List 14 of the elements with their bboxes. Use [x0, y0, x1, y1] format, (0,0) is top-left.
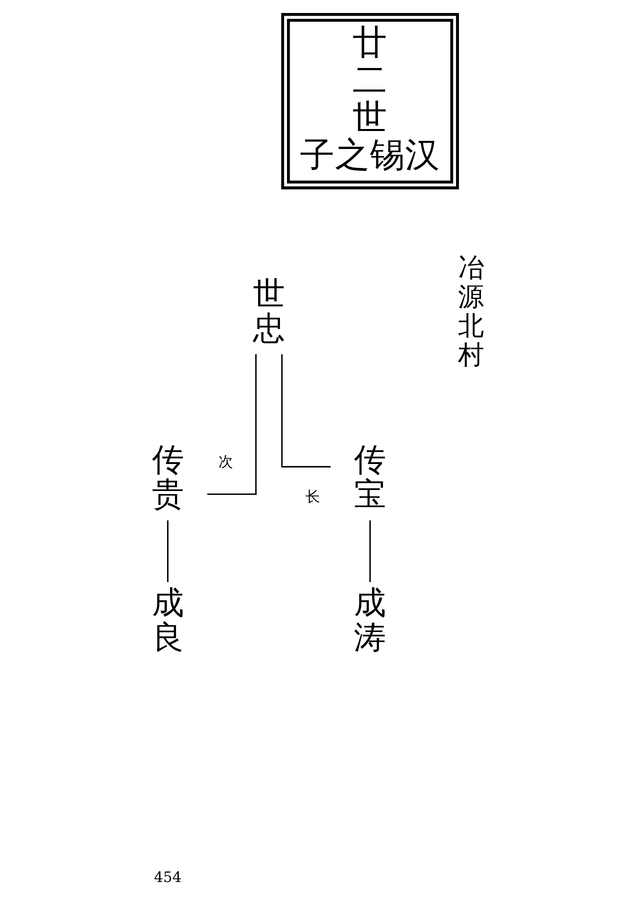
- node-text: 成涛: [354, 586, 386, 656]
- node-box: 廿二世 子之锡汉: [280, 13, 458, 190]
- edge-label: 次: [218, 454, 232, 471]
- node-text: 传宝: [354, 442, 386, 514]
- edge-label: 长: [305, 490, 320, 506]
- connector: [280, 354, 330, 468]
- label: 454: [154, 870, 182, 886]
- node-text: 成良: [151, 586, 184, 656]
- label: 冶源北村: [458, 254, 484, 370]
- node-text: 世忠: [252, 276, 284, 347]
- connector: [206, 354, 256, 495]
- connector: [166, 520, 168, 582]
- connector: [368, 520, 370, 582]
- node-text: 传贵: [151, 442, 184, 514]
